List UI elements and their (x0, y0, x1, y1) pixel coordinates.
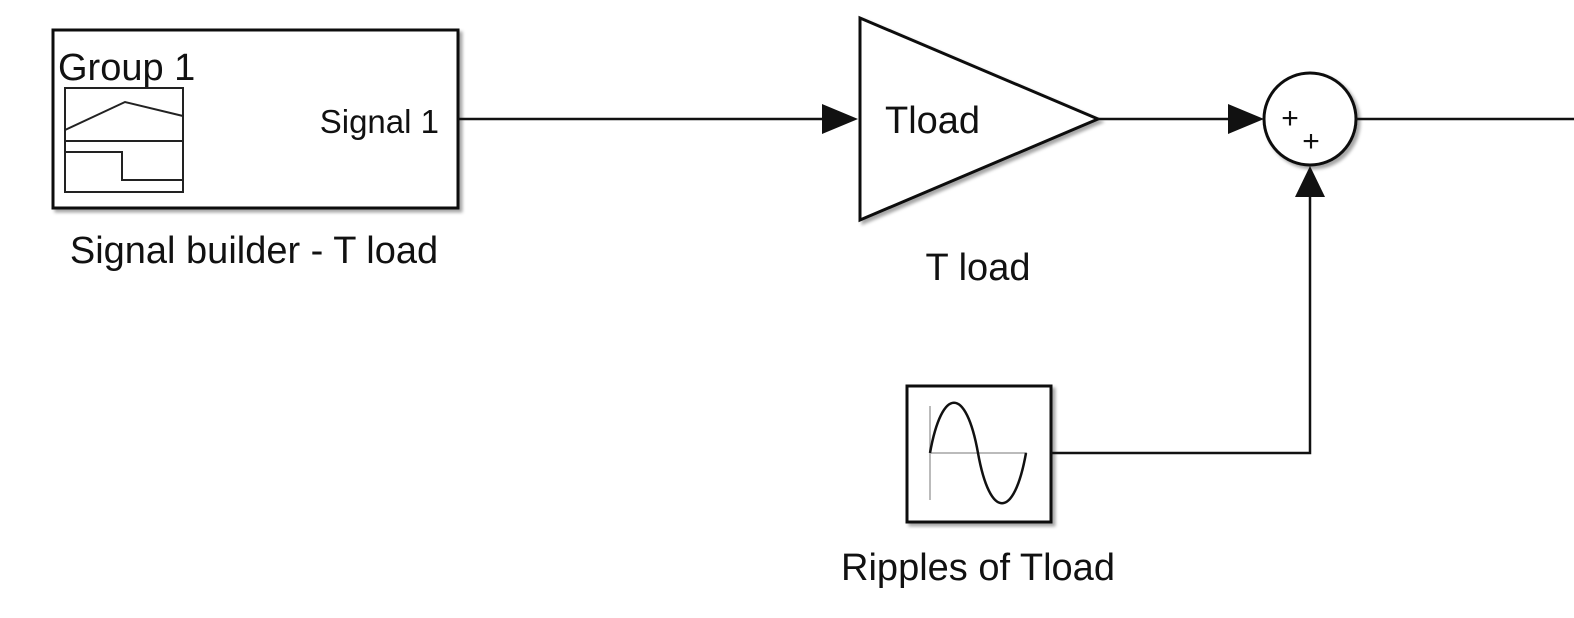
signal-line-to-gain[interactable] (458, 104, 858, 134)
sum-block[interactable]: + + (1262, 71, 1358, 167)
sum-sign-1: + (1281, 102, 1299, 135)
signal-line-sine-to-sum[interactable] (1051, 166, 1325, 455)
arrowhead-sum-left-input (1228, 104, 1264, 134)
signal-builder-caption: Signal builder - T load (70, 230, 438, 272)
signal-builder-icon (64, 87, 184, 193)
signal-line-to-sum[interactable] (1098, 104, 1264, 134)
signal-builder-group-label: Group 1 (58, 47, 195, 89)
sine-wave-icon (928, 401, 1028, 505)
sine-wave-block[interactable] (905, 384, 1053, 524)
sine-caption: Ripples of Tload (841, 547, 1115, 589)
signal-builder-port-label: Signal 1 (320, 103, 439, 140)
signal-builder-block[interactable]: Group 1 Signal 1 (51, 28, 460, 210)
sum-sign-2: + (1302, 125, 1320, 158)
arrowhead-sum-bottom-input (1295, 166, 1325, 197)
gain-caption: T load (926, 247, 1031, 289)
gain-block[interactable]: Tload (858, 15, 1102, 223)
gain-inner-label: Tload (885, 100, 980, 142)
arrowhead-gain-input (822, 104, 858, 134)
